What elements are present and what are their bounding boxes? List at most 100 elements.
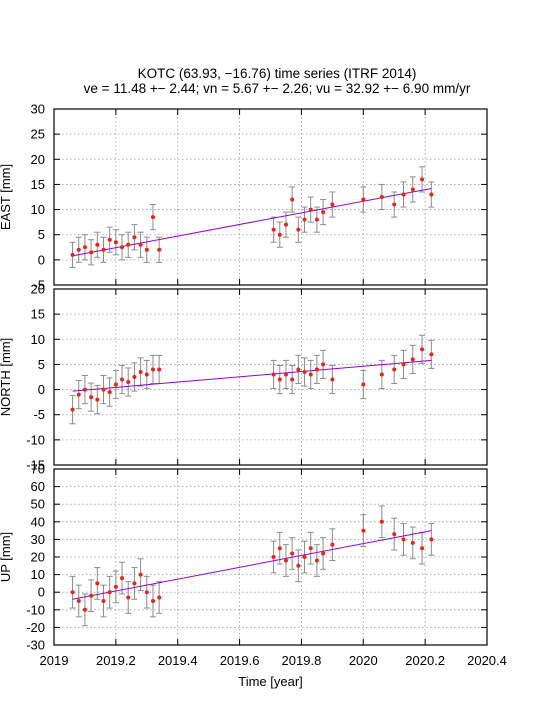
up-y-tick-label: 40 (31, 514, 45, 529)
east-y-tick-label: 25 (31, 127, 45, 142)
east-data-point (314, 217, 319, 222)
up-y-tick-label: 20 (31, 550, 45, 565)
north-data-point (157, 367, 162, 372)
up-data-point (290, 551, 295, 556)
up-data-point (314, 558, 319, 563)
east-y-tick-label: 0 (38, 252, 45, 267)
up-y-tick-label: 50 (31, 497, 45, 512)
east-y-tick-label: 20 (31, 152, 45, 167)
up-data-point (271, 555, 276, 559)
east-data-point (420, 177, 425, 182)
east-data-point (401, 192, 406, 197)
east-y-axis-label: EAST [mm] (0, 164, 13, 230)
north-data-point (283, 372, 288, 377)
north-data-point (95, 397, 100, 402)
up-data-point (392, 532, 397, 537)
x-tick-label: 2019 (40, 653, 69, 668)
up-data-point (308, 546, 313, 551)
up-data-point (82, 607, 87, 612)
up-data-point (144, 590, 149, 595)
x-tick-label: 2019.2 (96, 653, 136, 668)
east-data-point (113, 240, 118, 245)
north-trend-line (72, 359, 432, 392)
east-y-tick-label: 5 (38, 227, 45, 242)
east-data-point (107, 237, 112, 242)
east-data-point (302, 217, 307, 222)
north-y-tick-label: -15 (26, 458, 45, 473)
east-data-point (410, 187, 415, 192)
x-tick-label: 2019.4 (158, 653, 198, 668)
east-data-point (150, 215, 155, 220)
north-data-point (76, 392, 81, 397)
north-y-tick-label: 10 (31, 332, 45, 347)
east-data-point (138, 242, 143, 247)
x-tick-label: 2020.2 (405, 653, 445, 668)
east-data-point (321, 210, 326, 215)
up-y-tick-label: 10 (31, 567, 45, 582)
north-data-point (314, 367, 319, 372)
up-data-point (157, 595, 162, 600)
north-data-point (101, 387, 106, 392)
north-data-point (321, 362, 326, 367)
north-data-point (138, 369, 143, 374)
north-data-point (113, 382, 118, 387)
up-data-point (120, 576, 125, 581)
up-data-point (89, 593, 94, 598)
up-data-point (330, 542, 335, 547)
east-y-tick-label: 30 (31, 102, 45, 117)
east-data-point (283, 222, 288, 227)
x-tick-label: 2019.6 (220, 653, 260, 668)
east-data-point (132, 235, 137, 240)
north-y-tick-label: -10 (26, 432, 45, 447)
x-tick-label: 2019.8 (282, 653, 322, 668)
east-data-point (126, 242, 131, 247)
north-data-point (379, 372, 384, 377)
up-y-tick-label: 30 (31, 532, 45, 547)
up-data-point (107, 590, 112, 595)
north-data-point (70, 407, 75, 412)
up-data-point (132, 581, 137, 586)
east-data-point (144, 247, 149, 252)
up-data-point (101, 599, 106, 603)
east-data-point (95, 242, 100, 247)
east-data-point (361, 197, 366, 202)
north-y-axis-label: NORTH [mm] (0, 338, 13, 416)
north-y-tick-label: -5 (33, 407, 45, 422)
north-data-point (277, 377, 282, 382)
up-data-point (277, 546, 282, 551)
up-data-point (95, 581, 100, 586)
east-data-point (308, 207, 313, 212)
north-y-tick-label: 5 (38, 357, 45, 372)
x-tick-label: 2020 (349, 653, 378, 668)
up-y-tick-label: -10 (26, 602, 45, 617)
up-y-tick-label: 70 (31, 462, 45, 477)
east-panel-frame (53, 108, 488, 286)
east-data-point (296, 227, 301, 232)
north-data-point (330, 377, 335, 382)
north-data-point (392, 367, 397, 372)
up-data-point (429, 537, 434, 542)
up-trend-line (72, 530, 432, 600)
north-data-point (401, 362, 406, 367)
up-data-point (126, 595, 131, 600)
north-data-point (144, 372, 149, 377)
east-data-point (330, 202, 335, 207)
east-data-point (392, 202, 397, 207)
north-data-point (290, 377, 295, 382)
north-data-point (126, 380, 131, 385)
east-data-point (277, 232, 282, 237)
north-data-point (296, 367, 301, 372)
up-data-point (138, 572, 143, 577)
east-trend-line (72, 187, 432, 257)
north-data-point (420, 347, 425, 352)
north-y-tick-label: 20 (31, 282, 45, 297)
x-tick-label: 2020.4 (467, 653, 507, 668)
up-y-tick-label: 60 (31, 479, 45, 494)
east-data-point (76, 247, 81, 252)
up-data-point (321, 551, 326, 556)
north-data-point (107, 390, 112, 395)
east-data-point (271, 227, 276, 232)
up-data-point (76, 599, 81, 603)
up-data-point (283, 558, 288, 563)
north-data-point (271, 372, 276, 377)
